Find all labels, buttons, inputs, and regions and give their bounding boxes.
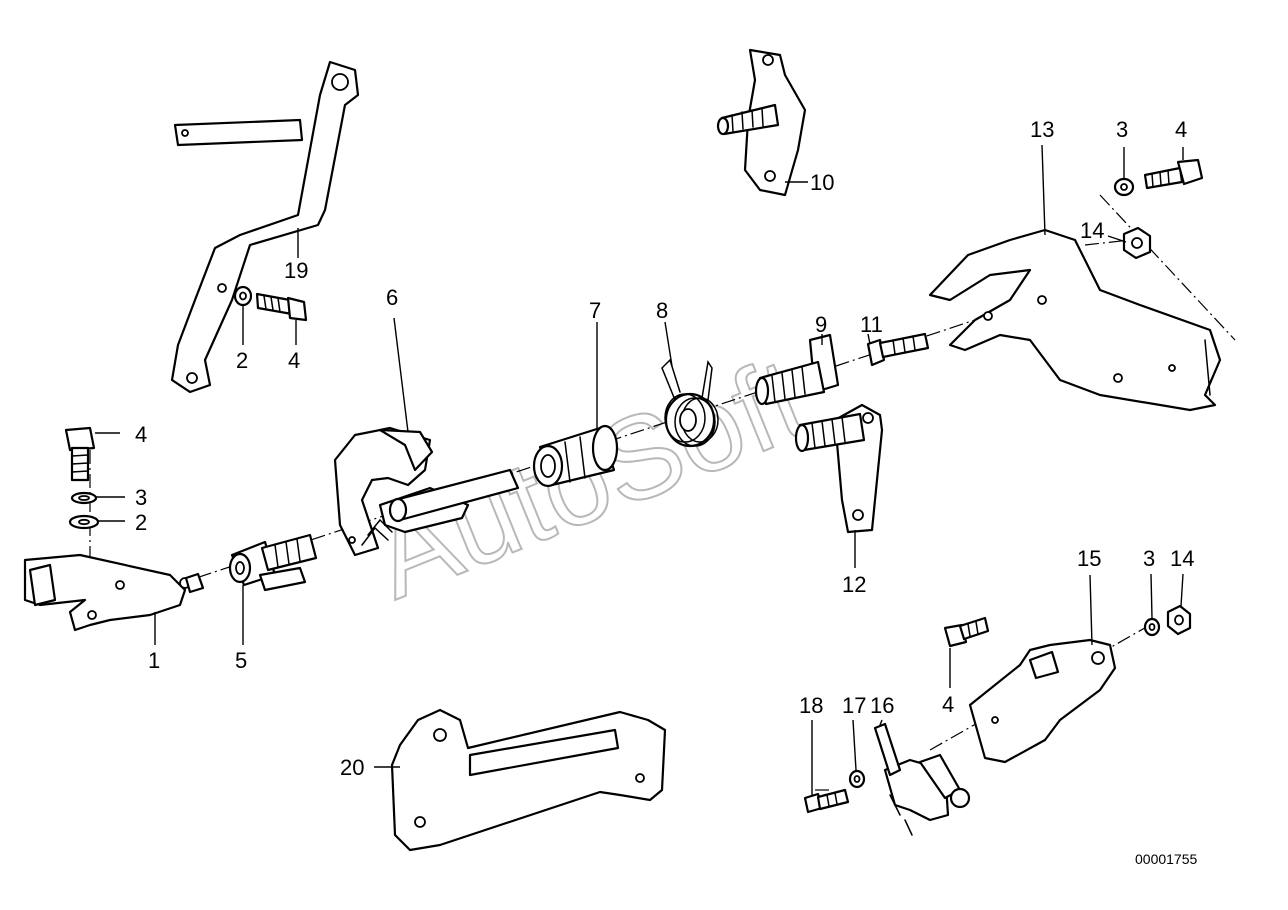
part-2-washer-upper	[233, 285, 253, 307]
callout-4-upper: 4	[288, 348, 300, 373]
part-7-bushing	[532, 424, 619, 488]
callout-labels: 19 2 4 10 13 3 4 14 6 7 8 9 11 12 4 3 2 …	[135, 117, 1194, 780]
part-17-washer	[848, 769, 866, 789]
callout-15: 15	[1077, 546, 1101, 571]
callout-17: 17	[842, 693, 866, 718]
callout-14-upper: 14	[1080, 218, 1104, 243]
callout-3-left: 3	[135, 485, 147, 510]
leader-lines	[95, 144, 1184, 795]
callout-5: 5	[235, 648, 247, 673]
part-20-bracket	[390, 708, 667, 852]
part-15-bracket	[968, 638, 1117, 764]
watermark-text: AutoSoft	[355, 332, 824, 624]
callout-3-upper-right: 3	[1116, 117, 1128, 142]
part-12-lever	[794, 403, 884, 534]
callout-16: 16	[870, 693, 894, 718]
callout-2-left: 2	[135, 510, 147, 535]
callout-2-upper: 2	[236, 348, 248, 373]
part-4-bolt-upper-right	[1143, 158, 1204, 190]
callout-10: 10	[810, 170, 834, 195]
callout-9: 9	[815, 312, 827, 337]
part-6-hook-lever	[333, 426, 520, 557]
part-10-plate	[716, 48, 807, 197]
part-4-bolt-lower	[943, 616, 990, 648]
part-14-nut-lower	[1166, 604, 1192, 636]
drawing-number: 00001755	[1135, 851, 1198, 867]
callout-7: 7	[589, 298, 601, 323]
callout-11: 11	[860, 312, 883, 337]
part-3-washer-upper-right	[1113, 177, 1135, 197]
callout-8: 8	[656, 298, 668, 323]
callout-4-lower: 4	[942, 692, 954, 717]
callout-20: 20	[340, 755, 364, 780]
callout-19: 19	[284, 258, 308, 283]
callout-4-left: 4	[135, 422, 147, 447]
part-19-bracket	[170, 60, 360, 394]
part-4-bolt-left	[64, 426, 96, 482]
callout-18: 18	[799, 693, 823, 718]
part-1-bracket	[23, 553, 205, 632]
callout-12: 12	[842, 572, 866, 597]
part-16-switch	[873, 722, 971, 836]
callout-13: 13	[1030, 117, 1054, 142]
part-9-sleeve	[754, 333, 840, 406]
callout-14-lower: 14	[1170, 546, 1194, 571]
part-3-washer-lower-right	[1143, 617, 1161, 637]
callout-1: 1	[148, 648, 160, 673]
part-3-washer-left	[70, 491, 98, 505]
part-14-nut-upper	[1122, 226, 1152, 260]
callout-4-upper-right: 4	[1175, 117, 1187, 142]
callout-3-lower-right: 3	[1143, 546, 1155, 571]
part-8-spring	[661, 358, 719, 448]
part-2-washer-left	[68, 514, 100, 530]
part-11-bolt	[866, 332, 930, 367]
part-4-bolt-upper	[255, 292, 308, 322]
part-13-bracket	[928, 228, 1222, 412]
callout-6: 6	[386, 285, 398, 310]
part-18-screw	[803, 788, 850, 814]
part-5-shaft-end	[228, 533, 318, 592]
